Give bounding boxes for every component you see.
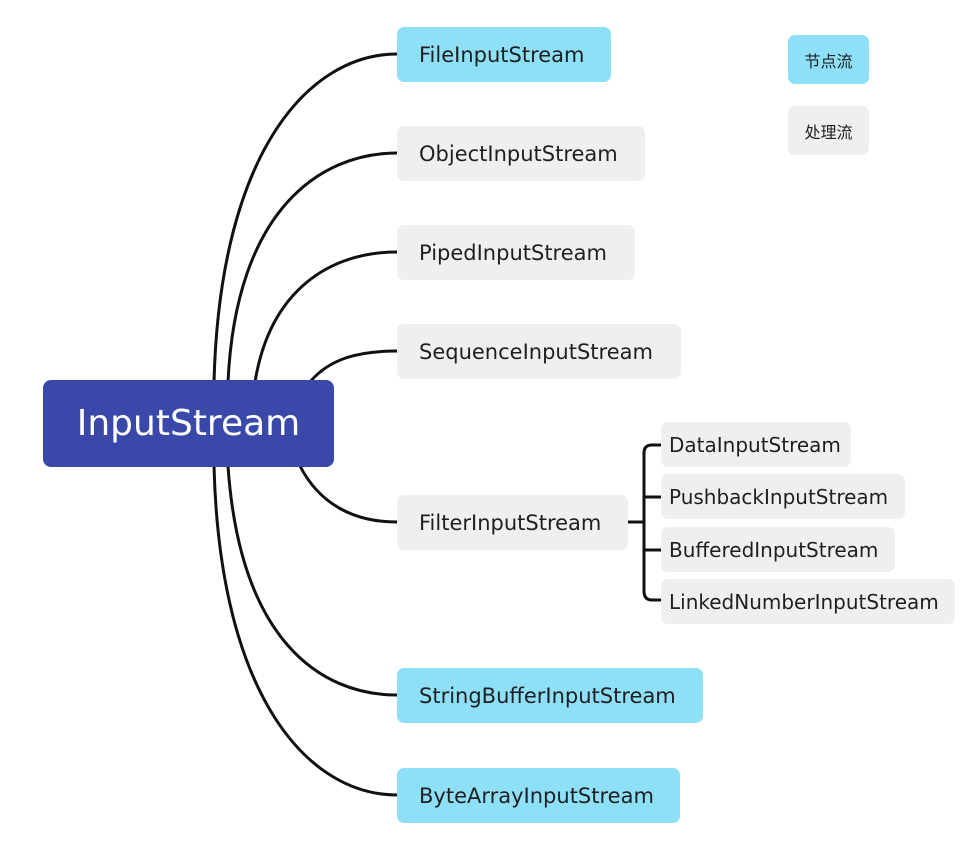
connector-object: [226, 151, 399, 384]
node-label: FilterInputStream: [419, 510, 602, 535]
node-filterinputstream: FilterInputStream: [397, 495, 628, 550]
node-label: BufferedInputStream: [669, 537, 879, 562]
node-linkednumberinputstream: LinkedNumberInputStream: [661, 579, 955, 624]
root-node-inputstream: InputStream: [43, 380, 334, 467]
node-objectinputstream: ObjectInputStream: [397, 126, 645, 181]
legend-label: 处理流: [804, 122, 853, 142]
node-bytearrayinputstream: ByteArrayInputStream: [397, 768, 680, 823]
legend-processing-stream: 处理流: [788, 106, 869, 155]
connector-sequence: [308, 349, 399, 384]
connector-filter: [298, 464, 399, 524]
node-label: ByteArrayInputStream: [419, 783, 654, 808]
node-label: LinkedNumberInputStream: [669, 589, 939, 614]
legend-label: 节点流: [804, 51, 853, 71]
node-sequenceinputstream: SequenceInputStream: [397, 324, 681, 379]
node-label: StringBufferInputStream: [419, 683, 676, 708]
connector-data: [642, 443, 663, 602]
connector-file: [212, 52, 399, 384]
node-label: DataInputStream: [669, 432, 841, 457]
legend-node-stream: 节点流: [788, 35, 869, 84]
node-pipedinputstream: PipedInputStream: [397, 225, 635, 280]
node-label: PushbackInputStream: [669, 484, 889, 509]
connector-bytearray: [212, 464, 399, 797]
connector-piped: [253, 250, 399, 384]
node-label: SequenceInputStream: [419, 339, 653, 364]
node-label: ObjectInputStream: [419, 141, 618, 166]
node-pushbackinputstream: PushbackInputStream: [661, 474, 905, 519]
connector-stringbuffer: [226, 464, 399, 697]
node-fileinputstream: FileInputStream: [397, 27, 611, 82]
root-label: InputStream: [76, 403, 301, 444]
node-stringbufferinputstream: StringBufferInputStream: [397, 668, 703, 723]
node-bufferedinputstream: BufferedInputStream: [661, 527, 895, 572]
node-label: FileInputStream: [419, 42, 585, 67]
node-datainputstream: DataInputStream: [661, 422, 851, 467]
node-label: PipedInputStream: [419, 240, 607, 265]
